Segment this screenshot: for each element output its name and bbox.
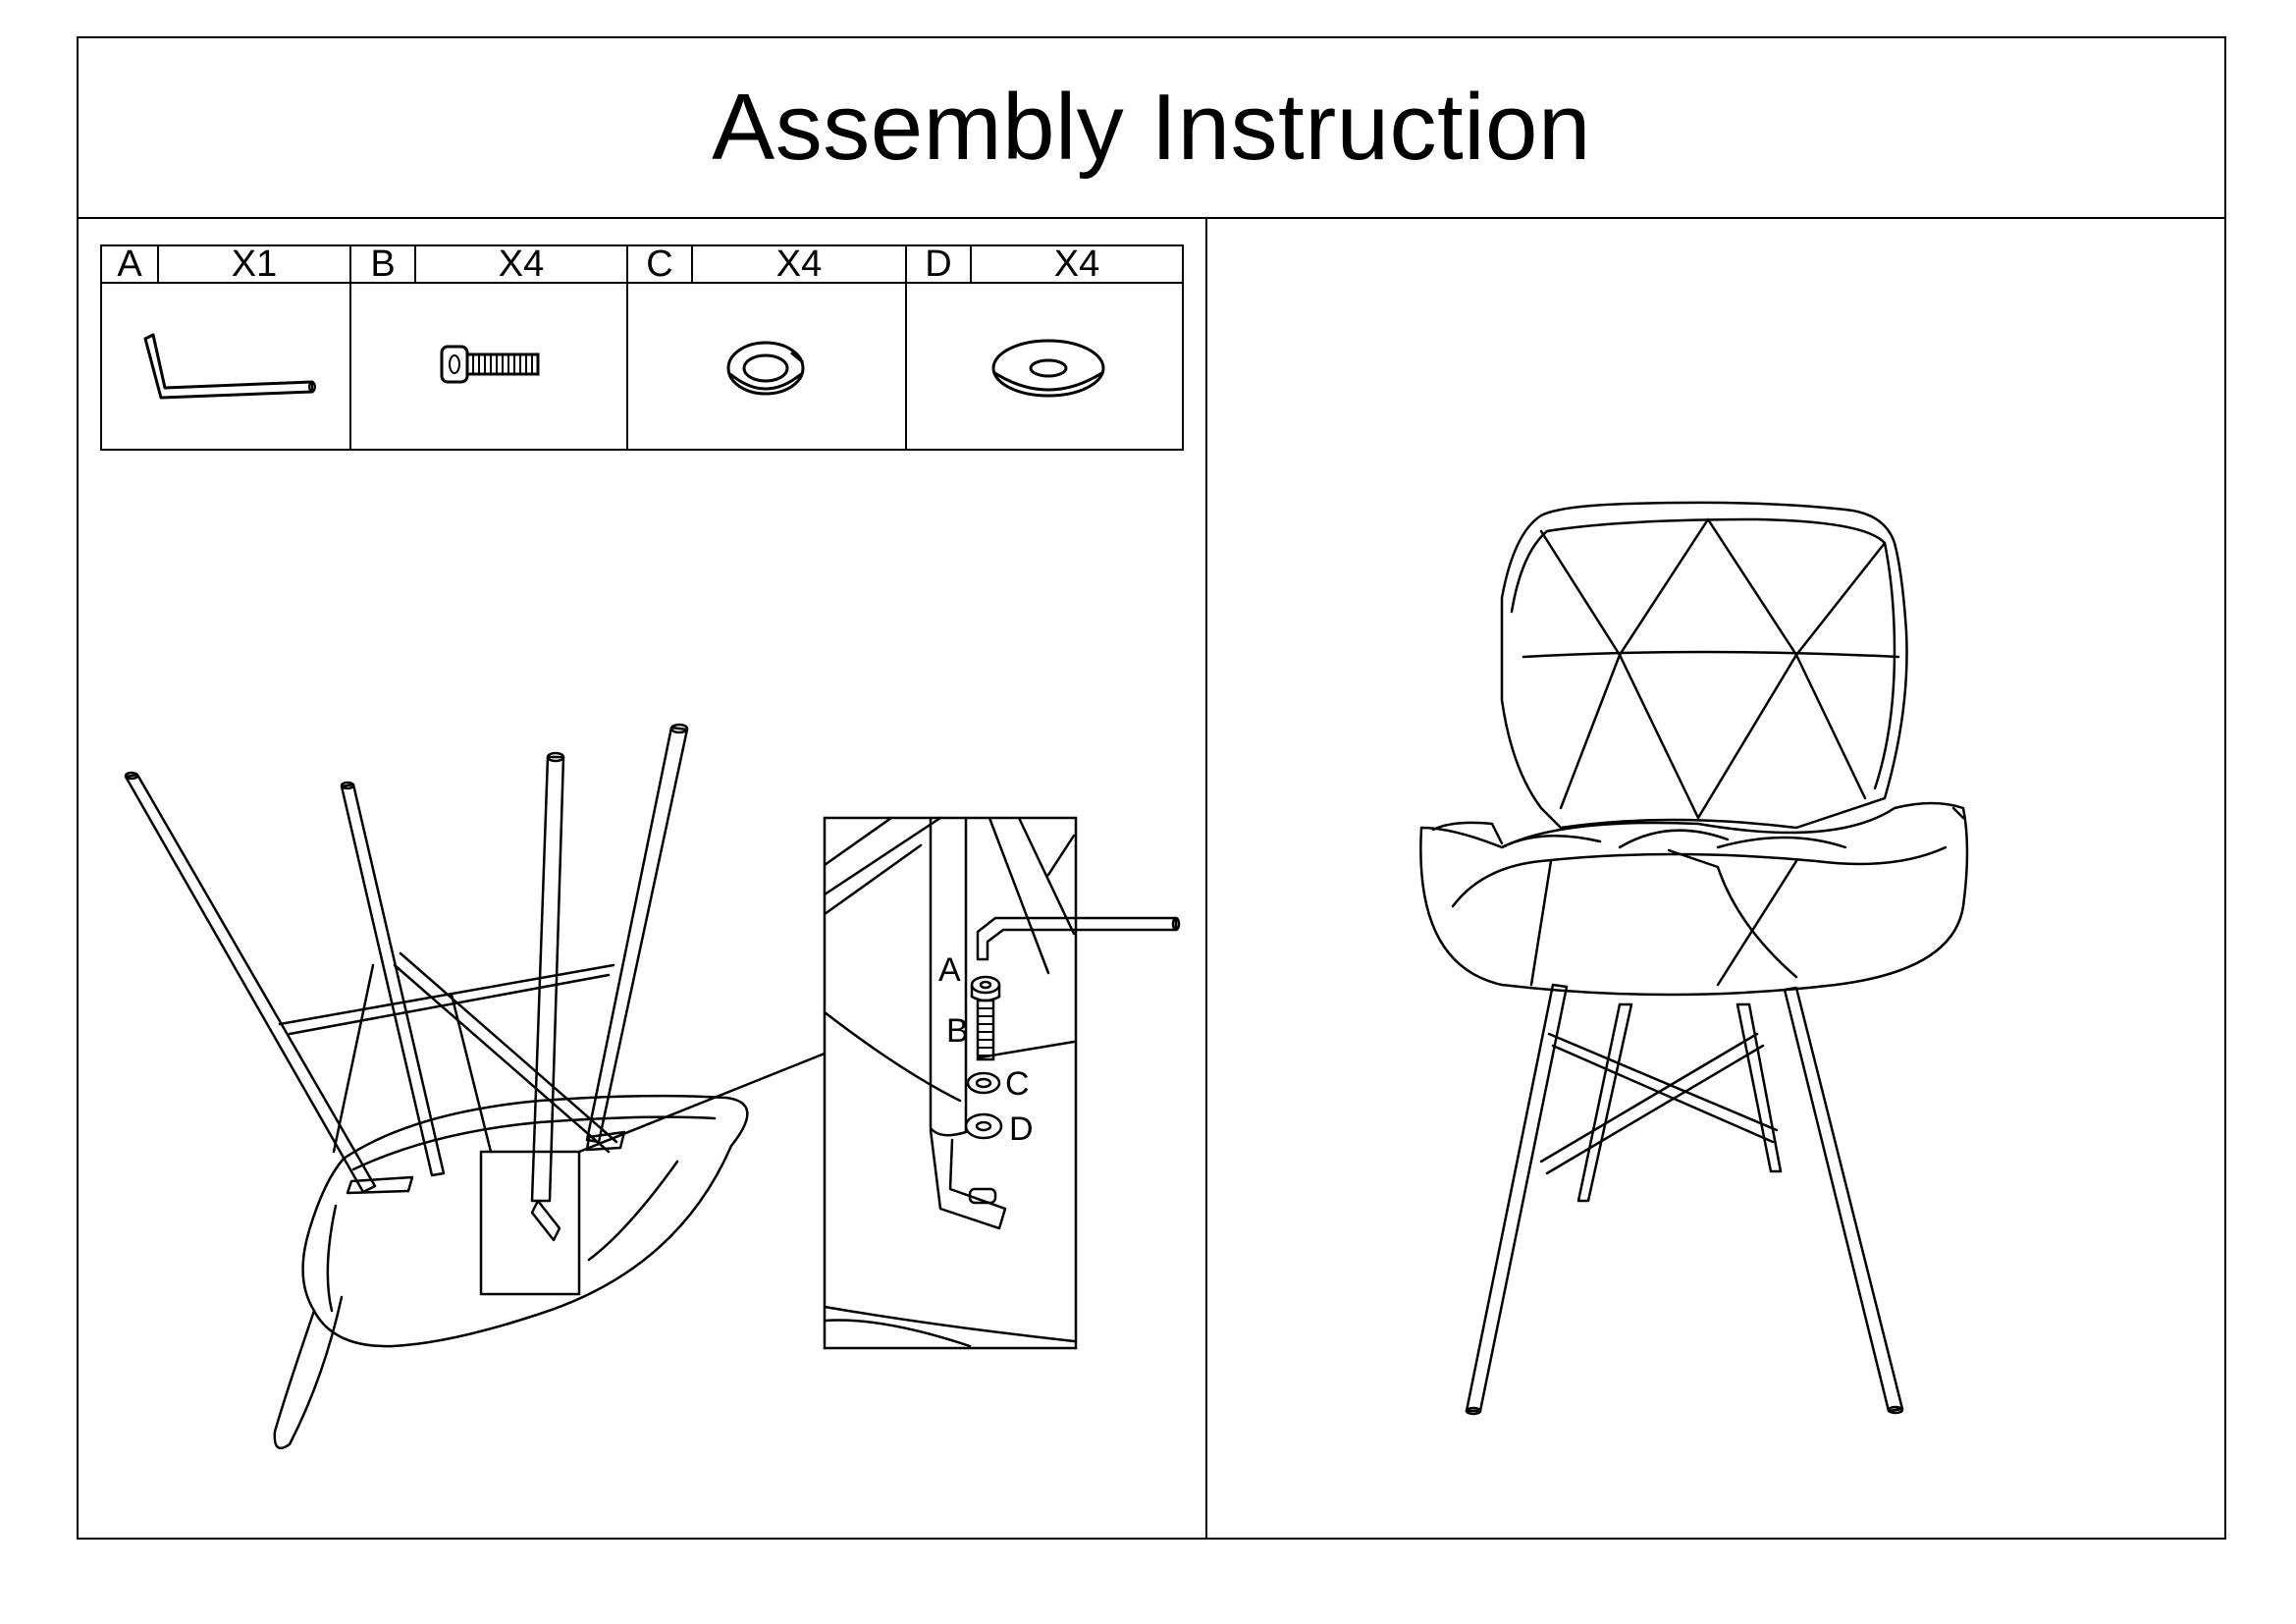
part-code: D [905,244,972,284]
part-picture-b [349,282,628,451]
part-picture-c [626,282,907,451]
assembly-panel: A X1 B X4 C X4 D X4 [79,219,1207,1538]
bolt-icon [440,345,540,384]
part-picture-a [100,282,351,451]
part-code: B [349,244,416,284]
detail-label-b: B [946,1012,969,1050]
instruction-sheet: Assembly Instruction A X1 B X4 C X4 D X4 [77,36,2226,1540]
part-code: A [100,244,159,284]
finished-chair-panel [1207,219,2224,1538]
detail-label-c: C [1005,1065,1030,1103]
spring-washer-icon [726,341,805,396]
detail-label-a: A [938,951,961,989]
part-quantity: X1 [157,244,351,284]
part-picture-d [905,282,1184,451]
assembled-chair-drawing [1419,501,1969,1416]
title-band: Assembly Instruction [79,38,2224,219]
hex-key-icon [143,333,316,400]
upside-down-chair-drawing [124,723,827,1450]
part-quantity: X4 [414,244,628,284]
part-quantity: X4 [970,244,1184,284]
parts-header-row: A X1 B X4 C X4 D X4 [100,244,1184,284]
part-quantity: X4 [691,244,907,284]
page-title: Assembly Instruction [712,75,1591,180]
detail-label-d: D [1009,1110,1034,1148]
parts-table: A X1 B X4 C X4 D X4 [100,244,1184,451]
parts-picture-row [100,282,1184,451]
detail-inset: A B C D [823,816,1181,1350]
flat-washer-icon [991,339,1105,398]
part-code: C [626,244,693,284]
